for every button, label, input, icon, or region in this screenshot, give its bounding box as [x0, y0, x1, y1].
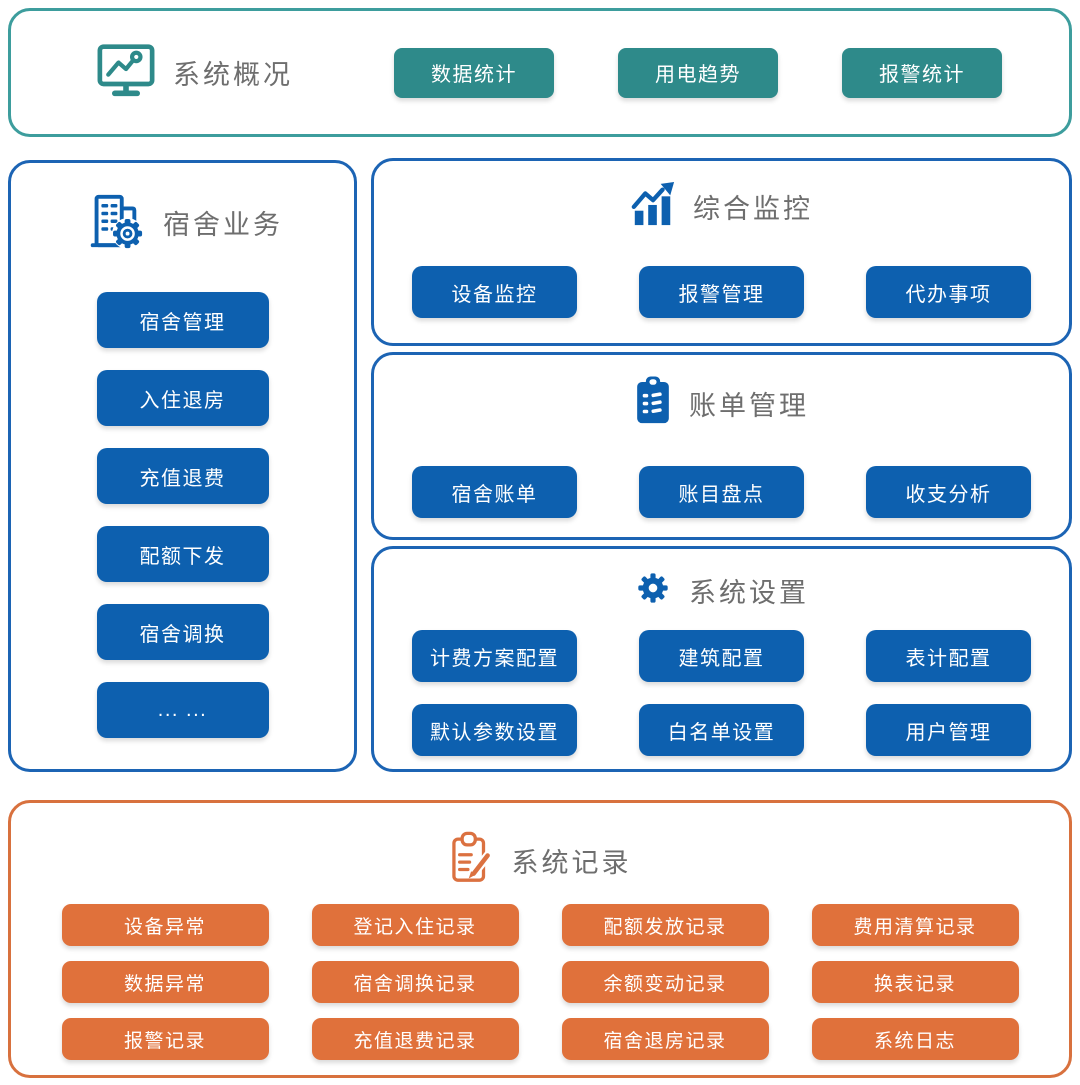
dorm-nav-button[interactable]: ... ...	[96, 682, 269, 738]
settings-nav-button[interactable]: 计费方案配置	[412, 630, 577, 682]
section-billing: 账单管理 宿舍账单 账目盘点 收支分析	[371, 352, 1072, 540]
records-nav-button[interactable]: 系统日志	[811, 1018, 1019, 1060]
settings-buttons: 计费方案配置 建筑配置 表计配置默认参数设置 白名单设置 用户管理	[374, 630, 1069, 756]
settings-nav-button[interactable]: 白名单设置	[639, 704, 804, 756]
section-settings: 系统设置 计费方案配置 建筑配置 表计配置默认参数设置 白名单设置 用户管理	[371, 546, 1072, 772]
dorm-nav-button[interactable]: 入住退房	[96, 370, 269, 426]
overview-header: 系统概况	[96, 42, 293, 103]
overview-nav-button[interactable]: 数据统计	[394, 47, 554, 98]
section-title: 账单管理	[689, 391, 809, 421]
settings-nav-button[interactable]: 默认参数设置	[412, 704, 577, 756]
dorm-header: 宿舍业务	[82, 189, 283, 256]
billing-nav-button[interactable]: 账目盘点	[639, 466, 804, 518]
settings-nav-button[interactable]: 表计配置	[866, 630, 1031, 682]
monitor-trend-icon	[96, 42, 156, 103]
section-title: 综合监控	[693, 194, 813, 224]
building-gear-icon	[82, 189, 146, 256]
billing-buttons: 宿舍账单 账目盘点 收支分析	[374, 466, 1069, 518]
section-title: 系统设置	[689, 578, 809, 608]
settings-header: 系统设置	[374, 569, 1069, 612]
monitoring-nav-button[interactable]: 代办事项	[866, 266, 1031, 318]
records-nav-button[interactable]: 登记入住记录	[311, 904, 519, 946]
dorm-buttons: 宿舍管理入住退房充值退费配额下发宿舍调换 ... ...	[96, 292, 269, 738]
section-title: 系统记录	[511, 848, 632, 878]
records-nav-button[interactable]: 配额发放记录	[561, 904, 769, 946]
records-nav-button[interactable]: 余额变动记录	[561, 961, 769, 1003]
dorm-nav-button[interactable]: 宿舍管理	[96, 292, 269, 348]
records-buttons: 设备异常登记入住记录配额发放记录费用清算记录数据异常宿舍调换记录余额变动记录换表…	[61, 904, 1019, 1060]
billing-nav-button[interactable]: 收支分析	[866, 466, 1031, 518]
records-nav-button[interactable]: 设备异常	[61, 904, 269, 946]
billing-nav-button[interactable]: 宿舍账单	[412, 466, 577, 518]
settings-nav-button[interactable]: 建筑配置	[639, 630, 804, 682]
monitoring-nav-button[interactable]: 报警管理	[639, 266, 804, 318]
records-nav-button[interactable]: 宿舍调换记录	[311, 961, 519, 1003]
records-nav-button[interactable]: 宿舍退房记录	[561, 1018, 769, 1060]
section-title: 系统概况	[173, 60, 293, 90]
records-nav-button[interactable]: 费用清算记录	[811, 904, 1019, 946]
section-title: 宿舍业务	[163, 210, 283, 240]
records-header: 系统记录	[449, 831, 632, 890]
monitoring-header: 综合监控	[374, 181, 1069, 232]
section-system-records: 系统记录 设备异常登记入住记录配额发放记录费用清算记录数据异常宿舍调换记录余额变…	[8, 800, 1072, 1078]
records-nav-button[interactable]: 数据异常	[61, 961, 269, 1003]
section-monitoring: 综合监控 设备监控 报警管理 代办事项	[371, 158, 1072, 346]
settings-nav-button[interactable]: 用户管理	[866, 704, 1031, 756]
overview-nav-button[interactable]: 用电趋势	[618, 47, 778, 98]
dorm-nav-button[interactable]: 配额下发	[96, 526, 269, 582]
overview-nav-button[interactable]: 报警统计	[842, 47, 1002, 98]
dorm-nav-button[interactable]: 宿舍调换	[96, 604, 269, 660]
records-nav-button[interactable]: 报警记录	[61, 1018, 269, 1060]
clipboard-pen-icon	[449, 831, 495, 890]
billing-header: 账单管理	[374, 375, 1069, 432]
gear-icon	[634, 569, 672, 612]
dorm-nav-button[interactable]: 充值退费	[96, 448, 269, 504]
section-dorm-business: 宿舍业务 宿舍管理入住退房充值退费配额下发宿舍调换 ... ...	[8, 160, 357, 772]
bar-chart-arrow-icon	[630, 181, 676, 232]
monitoring-buttons: 设备监控 报警管理 代办事项	[374, 266, 1069, 318]
clipboard-list-icon	[634, 375, 672, 432]
section-system-overview: 系统概况 数据统计 用电趋势 报警统计	[8, 8, 1072, 137]
monitoring-nav-button[interactable]: 设备监控	[412, 266, 577, 318]
records-nav-button[interactable]: 换表记录	[811, 961, 1019, 1003]
records-nav-button[interactable]: 充值退费记录	[311, 1018, 519, 1060]
overview-buttons: 数据统计 用电趋势 报警统计	[394, 47, 1002, 98]
